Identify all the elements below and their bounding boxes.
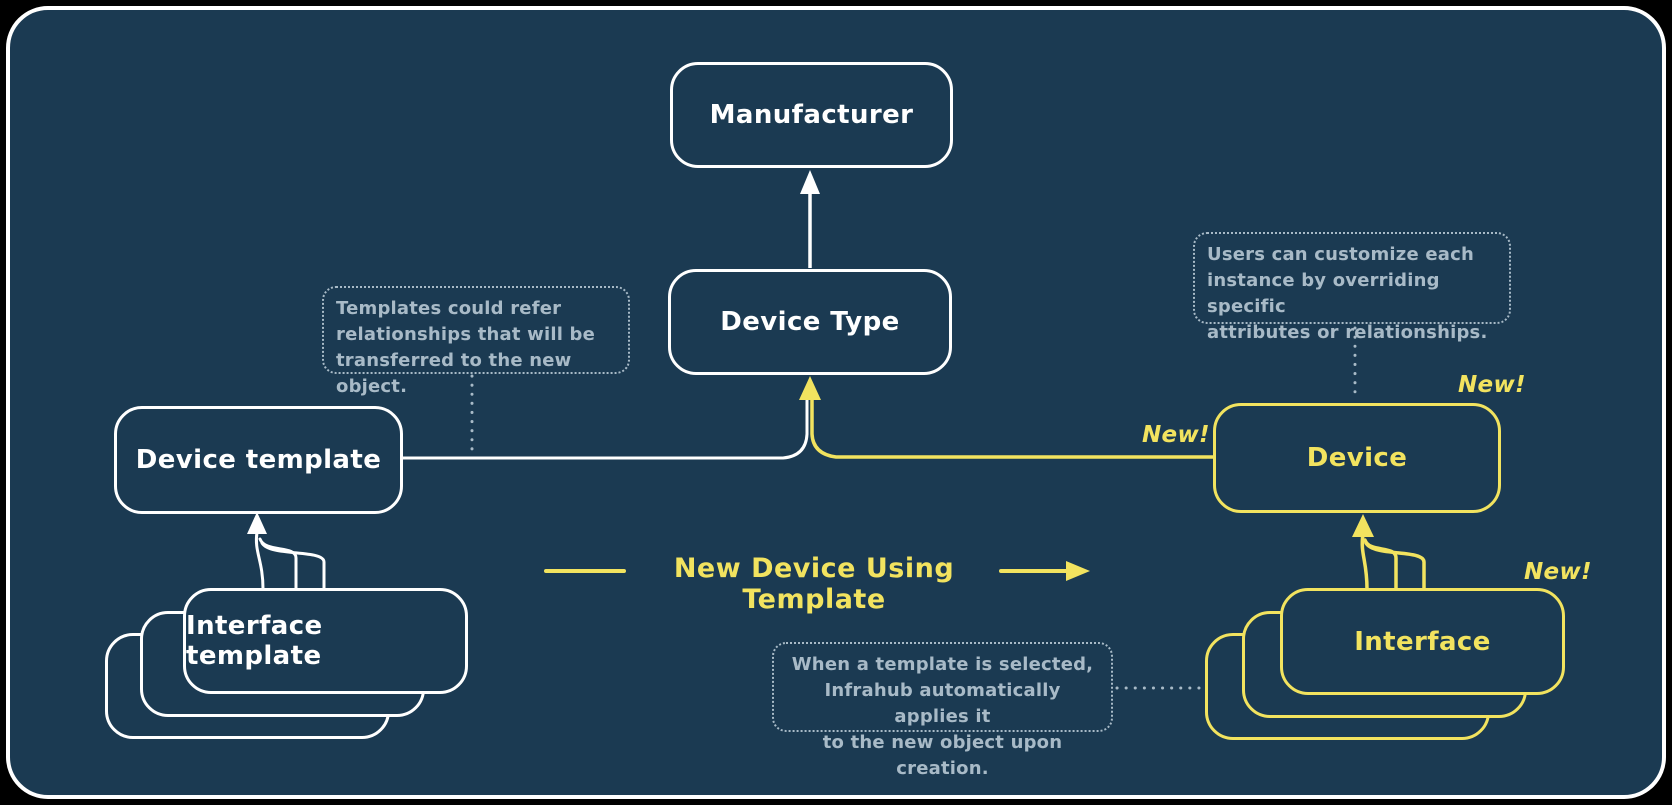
- note-line: Templates could refer: [336, 298, 562, 319]
- new-badge-device-top: New!: [1458, 372, 1526, 398]
- node-device-template: Device template: [114, 406, 403, 514]
- note-apply: When a template is selected, Infrahub au…: [772, 642, 1113, 779]
- arrow-devicetype-to-manufacturer: [800, 170, 820, 268]
- new-badge-device-left: New!: [1142, 422, 1210, 448]
- note-line: Users can customize each: [1207, 244, 1474, 265]
- note-line: When a template is selected,: [791, 654, 1094, 675]
- note-customize: Users can customize each instance by ove…: [1193, 232, 1511, 343]
- flow-arrow: [544, 561, 1090, 581]
- trident-interface-to-device: [1352, 514, 1426, 591]
- node-device-type: Device Type: [668, 269, 952, 375]
- flow-label: New Device Using Template: [673, 553, 955, 615]
- node-device-label: Device: [1306, 443, 1408, 473]
- note-line: instance by overriding specific: [1207, 270, 1440, 317]
- note-line: Infrahub automatically applies it: [824, 680, 1061, 727]
- note-line: to the new object upon creation.: [822, 732, 1063, 779]
- note-line: relationships that will be: [336, 324, 596, 345]
- node-device-type-label: Device Type: [720, 307, 900, 337]
- arrow-device-to-devicetype: [799, 376, 1215, 459]
- node-interface-template: Interface template: [183, 588, 468, 694]
- node-interface: Interface: [1280, 588, 1565, 695]
- node-interface-label: Interface: [1354, 626, 1491, 657]
- trident-interfacetemplate-to-devicetemplate: [247, 512, 326, 591]
- new-badge-interface: New!: [1524, 559, 1592, 585]
- node-device-template-label: Device template: [135, 445, 382, 475]
- line-devicetemplate-to-junction: [400, 394, 809, 460]
- note-line: transferred to the new object.: [336, 350, 572, 397]
- note-templates: Templates could refer relationships that…: [322, 286, 630, 397]
- node-device: Device: [1213, 403, 1501, 513]
- note-line: attributes or relationships.: [1207, 322, 1488, 343]
- node-manufacturer-label: Manufacturer: [709, 100, 914, 130]
- node-interface-template-label: Interface template: [186, 611, 323, 671]
- node-manufacturer: Manufacturer: [670, 62, 953, 168]
